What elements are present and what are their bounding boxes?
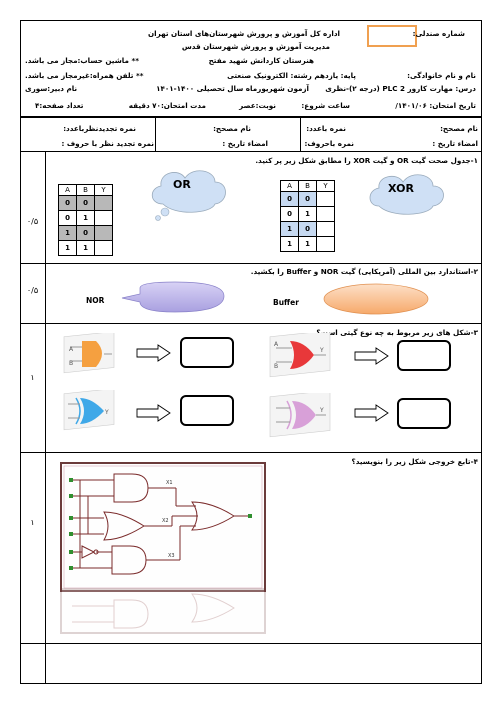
exam-date: تاریخ امتحان: ۱۴۰۱/۰۶/ [395, 101, 476, 110]
or-cloud-icon [151, 170, 226, 221]
header [20, 20, 482, 118]
signature-date: امضاء تاریخ : [432, 139, 478, 148]
duration: مدت امتحان:۷۰ دقیقه [128, 101, 206, 110]
review-score-digits: نمره تجدیدنظرباعدد: [63, 124, 136, 133]
score-letters: نمره باحروف: [304, 139, 354, 148]
circuit-reflection [60, 588, 266, 634]
arrow-right-icon [136, 344, 171, 362]
answer-box[interactable] [180, 337, 234, 368]
q4-score: ۱ [30, 518, 35, 527]
svg-text:X1: X1 [166, 480, 173, 486]
start-time: ساعت شروع: [301, 101, 350, 110]
corrector-name: نام مصحح: [440, 124, 478, 133]
district-title: مدیریت آموزش و پرورش شهرستان قدس [181, 42, 330, 51]
office-title: اداره کل آموزش و پرورش شهرستان‌های استان… [148, 29, 340, 38]
svg-text:Y: Y [319, 407, 324, 414]
q3-score: ۱ [30, 373, 35, 382]
score-digits: نمره باعدد: [306, 124, 346, 133]
svg-text:B: B [274, 363, 278, 370]
q2-text: ۲-استاندارد بین المللی (آمریکایی) گیت NO… [250, 267, 478, 276]
exam-title: آزمون شهریورماه سال تحصیلی ۱۴۰۰-۱۴۰۱ [156, 84, 309, 93]
school-title: هنرستان کاردانش شهید مفتح [208, 56, 314, 65]
page-count: تعداد صفحه:۴ [35, 101, 84, 110]
answer-box[interactable] [397, 340, 451, 371]
or-cloud-label: OR [173, 178, 191, 191]
svg-text:X2: X2 [162, 518, 169, 524]
svg-text:A: A [69, 346, 74, 353]
q1-text: ۱-جدول صحت گیت OR و گیت XOR را مطابق شکل… [255, 156, 478, 165]
arrow-right-icon [354, 347, 389, 365]
xor-cloud-label: XOR [388, 182, 414, 195]
nor-speech-bubble [121, 281, 225, 313]
student-name-label: نام و نام خانوادگی: [407, 71, 476, 80]
gate-image-4: Y [269, 393, 331, 438]
svg-text:Y: Y [104, 409, 109, 416]
q1-score: ۰/۵ [26, 217, 39, 226]
shift: نوبت:عصر [239, 101, 276, 110]
arrow-right-icon [354, 404, 389, 422]
score-column-divider [45, 152, 46, 684]
teacher-name: نام دبیر:سوری [25, 84, 78, 93]
seat-no-label: شماره صندلی: [412, 29, 465, 38]
q2-score: ۰/۵ [26, 286, 39, 295]
gate-image-2: Y [63, 390, 115, 431]
logic-circuit-diagram: X1 X2 X3 [60, 462, 266, 592]
review-score-letters: نمره تجدید نظر با حروف : [61, 139, 154, 148]
page-frame [20, 20, 482, 684]
svg-text:X3: X3 [168, 553, 175, 559]
gate-image-1: AB [63, 333, 115, 374]
grade-label: پایه: یازدهم رشته: الکترونیک صنعتی [227, 71, 356, 80]
signature-date-2: امضاء تاریخ : [222, 139, 268, 148]
arrow-right-icon [136, 404, 171, 422]
svg-text:A: A [274, 341, 279, 348]
q4-text: ۴-تابع خروجی شکل زیر را بنویسید؟ [351, 457, 478, 466]
buffer-speech-bubble [323, 283, 429, 315]
gate-image-3: A B Y [269, 333, 331, 378]
answer-box[interactable] [180, 395, 234, 426]
q3-text: ۳-شکل های زیر مربوط به چه نوع گیتی است؟ [316, 328, 478, 337]
grading-section [20, 118, 482, 152]
phone-note: ** تلفن همراه:غیرمجاز می باشد. [25, 71, 144, 80]
svg-text:B: B [69, 360, 73, 367]
subject-label: درس: مهارت کارور PLC 2 (درجه ۲)-نظری [325, 84, 476, 93]
corrector-name-2: نام مصحح: [213, 124, 251, 133]
buffer-label: Buffer [273, 298, 299, 307]
answer-box[interactable] [397, 398, 451, 429]
calc-note: ** ماشین حساب:مجاز می باشد. [25, 56, 139, 65]
svg-text:Y: Y [319, 347, 324, 354]
nor-label: NOR [86, 296, 105, 305]
seat-number-box [367, 25, 417, 47]
xor-cloud-icon [369, 174, 444, 215]
